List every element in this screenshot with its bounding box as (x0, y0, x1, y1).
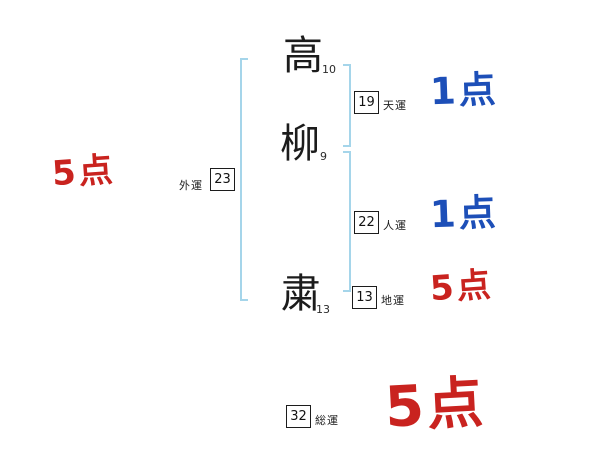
earth-fortune-score: 5点 (428, 264, 495, 310)
given-name-char: 粛 (281, 271, 321, 317)
outer-fortune-score: 5点 (50, 149, 117, 195)
total-fortune-value-box: 32 (286, 405, 311, 428)
outer-fortune-label: 外運 (179, 179, 203, 192)
surname-char-1-strokes: 10 (322, 63, 336, 76)
heaven-fortune-score: 1点 (429, 67, 500, 114)
outer-fortune-value-box: 23 (210, 168, 235, 191)
heaven-fortune-label: 天運 (383, 99, 407, 112)
earth-fortune-value-box: 13 (352, 286, 377, 309)
given-name-char-strokes: 13 (316, 303, 330, 316)
heaven-fortune-bracket (343, 64, 351, 147)
surname-char-2-strokes: 9 (320, 150, 327, 163)
earth-fortune-label: 地運 (381, 294, 405, 307)
surname-char-1: 高 (283, 33, 323, 79)
person-fortune-label: 人運 (383, 219, 407, 232)
surname-char-2: 柳 (280, 121, 320, 167)
full-name-bracket (240, 58, 248, 301)
total-fortune-score: 5点 (383, 370, 488, 441)
total-fortune-label: 総運 (315, 414, 339, 427)
person-fortune-bracket (343, 151, 351, 292)
person-fortune-score: 1点 (429, 190, 500, 237)
person-fortune-value-box: 22 (354, 211, 379, 234)
heaven-fortune-value-box: 19 (354, 91, 379, 114)
